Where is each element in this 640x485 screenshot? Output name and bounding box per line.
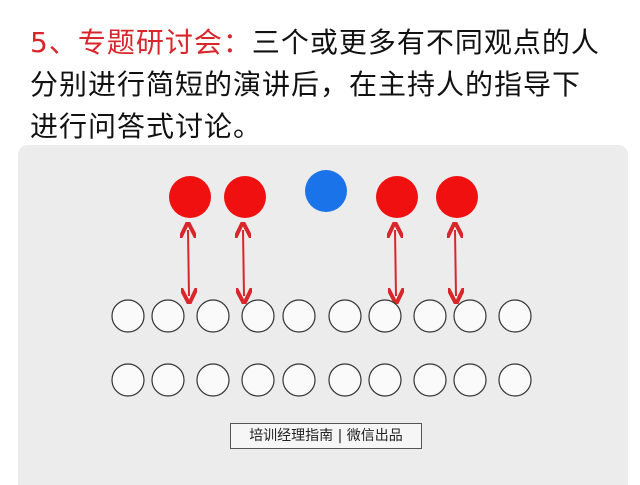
description-line-3: 进行问答式讨论。 [30,110,263,143]
audience-circle [151,299,185,333]
audience-circle [368,363,402,397]
audience-circle [196,299,230,333]
footer-label: 培训经理指南 | 微信出品 [230,423,422,449]
heading-text: 5、专题研讨会：三个或更多有不同观点的人 分别进行简短的演讲后，在主持人的指导下… [30,22,630,148]
moderator-circle [305,170,347,212]
description-line-1: 三个或更多有不同观点的人 [251,26,600,59]
audience-circle [453,299,487,333]
audience-circle [368,299,402,333]
audience-circle [328,299,362,333]
speaker-circle [169,176,211,218]
two-way-arrow-icon [395,230,396,296]
audience-circle [241,363,275,397]
speaker-circle [376,176,418,218]
audience-circle [111,363,145,397]
two-way-arrow-icon [188,230,189,296]
audience-circle [413,299,447,333]
audience-circle [498,363,532,397]
description-line-2: 分别进行简短的演讲后，在主持人的指导下 [30,68,582,101]
audience-circle [282,299,316,333]
two-way-arrow-icon [243,230,244,296]
audience-circle [282,363,316,397]
two-way-arrow-icon [455,230,456,296]
audience-circle [151,363,185,397]
section-title: 5、专题研讨会： [30,26,252,59]
audience-circle [241,299,275,333]
audience-circle [111,299,145,333]
audience-circle [196,363,230,397]
audience-circle [413,363,447,397]
speaker-circle [224,176,266,218]
audience-circle [498,299,532,333]
audience-circle [328,363,362,397]
speaker-circle [436,176,478,218]
audience-circle [453,363,487,397]
